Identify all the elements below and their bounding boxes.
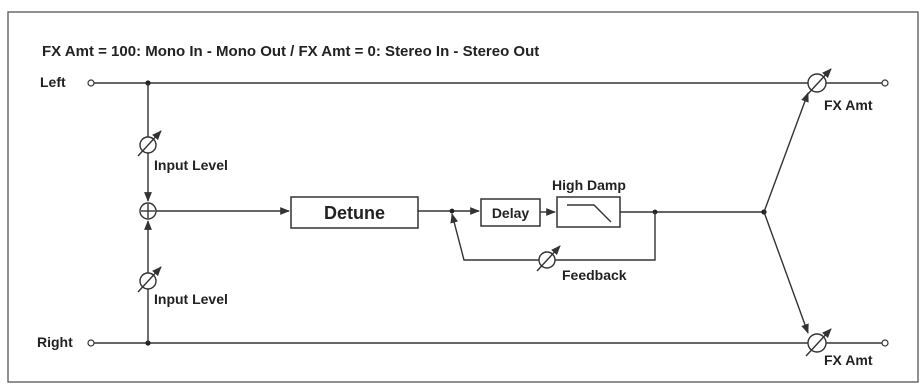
fx-amt-top-label: FX Amt xyxy=(824,97,873,113)
high-damp-block xyxy=(556,196,621,228)
detune-block xyxy=(290,196,419,229)
input-level-left-label: Input Level xyxy=(154,157,228,173)
left-input-label: Left xyxy=(40,74,66,90)
wet-to-right-out-path xyxy=(763,211,809,334)
left-input-jack xyxy=(87,79,95,87)
input-level-right-label: Input Level xyxy=(154,291,228,307)
detune-label: Detune xyxy=(324,203,385,223)
high-damp-label: High Damp xyxy=(552,177,626,193)
fx-amt-bottom-label: FX Amt xyxy=(824,352,873,368)
feedback-knob[interactable] xyxy=(536,245,561,272)
right-output-jack xyxy=(881,339,889,347)
input-level-right-knob[interactable] xyxy=(137,266,162,293)
right-input-label: Right xyxy=(37,334,73,350)
mode-description: FX Amt = 100: Mono In - Mono Out / FX Am… xyxy=(42,43,539,60)
delay-label: Delay xyxy=(492,205,530,221)
lowpass-filter-icon xyxy=(567,204,612,223)
diagram-frame xyxy=(7,11,919,383)
wet-to-left-out-path xyxy=(763,92,809,213)
right-input-jack xyxy=(87,339,95,347)
mixer-sum-icon xyxy=(139,202,157,220)
input-level-left-knob[interactable] xyxy=(137,130,162,157)
feedback-join-dot xyxy=(449,208,455,214)
feedback-label: Feedback xyxy=(562,267,627,283)
left-output-jack xyxy=(881,79,889,87)
feedback-loop-path xyxy=(450,212,656,261)
